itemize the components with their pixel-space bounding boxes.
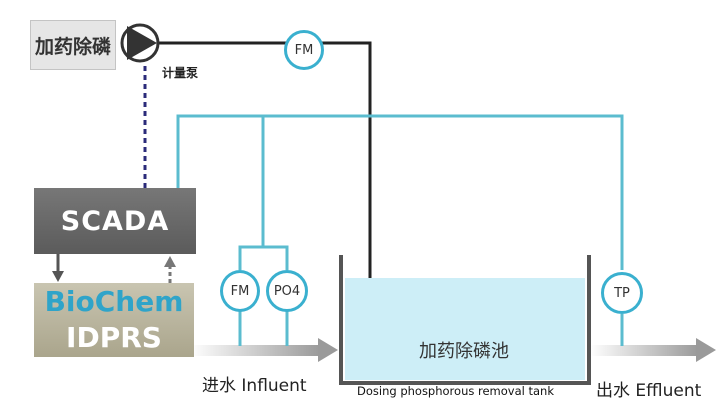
tp-analyzer-label: TP: [614, 285, 630, 301]
effluent-arrow: [590, 338, 716, 362]
scada-to-biochem-arrow: [52, 254, 64, 282]
tank-label-cn: 加药除磷池: [419, 341, 509, 362]
pump-label: 计量泵: [162, 66, 199, 80]
biochem-box: BioChem IDPRS: [34, 283, 194, 357]
dosing-unit-box: 加药除磷: [30, 20, 116, 70]
biochem-title: BioChem: [44, 285, 184, 318]
biochem-to-scada-arrow: [164, 256, 176, 283]
scada-box: SCADA: [34, 188, 196, 254]
scada-label: SCADA: [60, 205, 170, 237]
dosing-line: [158, 41, 372, 278]
dosing-unit-label: 加药除磷: [34, 35, 111, 58]
influent-label: 进水 Influent: [202, 376, 307, 396]
biochem-subtitle: IDPRS: [66, 321, 162, 354]
po4-analyzer: PO4: [266, 270, 308, 312]
flow-meter-inlet: FM: [220, 270, 260, 312]
flow-meter-top: FM: [284, 30, 324, 70]
influent-arrow: [190, 338, 338, 362]
flow-meter-top-label: FM: [294, 42, 314, 58]
tp-analyzer: TP: [601, 272, 643, 314]
po4-analyzer-label: PO4: [273, 283, 301, 299]
tank-water: [345, 278, 585, 380]
tank-label-en: Dosing phosphorous removal tank: [357, 384, 555, 398]
effluent-label: 出水 Effluent: [596, 381, 702, 401]
tank-wall: [339, 255, 591, 385]
metering-pump-icon: [120, 23, 160, 63]
flow-meter-inlet-label: FM: [230, 283, 250, 299]
signal-lines: [176, 114, 624, 346]
